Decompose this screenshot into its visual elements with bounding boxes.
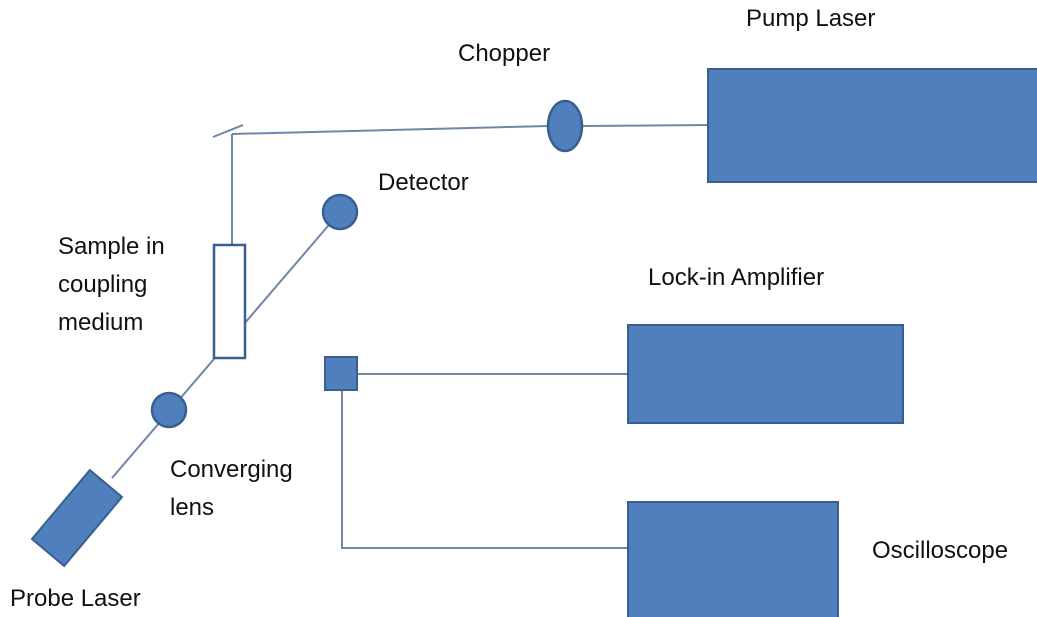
sample-label-line-2: coupling: [58, 271, 147, 298]
detector-icon: [321, 193, 359, 231]
sample-label-line-3: medium: [58, 309, 143, 336]
lockin-amplifier-box: [627, 324, 904, 424]
sample-label-line-1: Sample in: [58, 233, 165, 260]
mirror: [212, 124, 244, 138]
detector-junction-box: [324, 356, 358, 391]
probe-laser-label: Probe Laser: [10, 585, 141, 612]
signal-wire-oscilloscope: [341, 390, 628, 549]
sample-cell: [212, 243, 247, 360]
converging-lens-icon: [150, 391, 188, 429]
chopper-label: Chopper: [458, 40, 550, 67]
pump-laser-box: [707, 68, 1037, 183]
pump-beam-to-chopper: [231, 125, 549, 135]
chopper-icon: [546, 99, 584, 153]
converging-lens-label-line-2: lens: [170, 494, 214, 521]
oscilloscope-box: [627, 501, 839, 617]
pump-beam-from-laser: [582, 124, 709, 127]
lockin-amplifier-label: Lock-in Amplifier: [648, 264, 824, 291]
probe-laser-box: [30, 468, 124, 568]
detector-label: Detector: [378, 169, 469, 196]
converging-lens-label-line-1: Converging: [170, 456, 293, 483]
pump-laser-label: Pump Laser: [746, 5, 875, 32]
oscilloscope-label: Oscilloscope: [872, 537, 1008, 564]
